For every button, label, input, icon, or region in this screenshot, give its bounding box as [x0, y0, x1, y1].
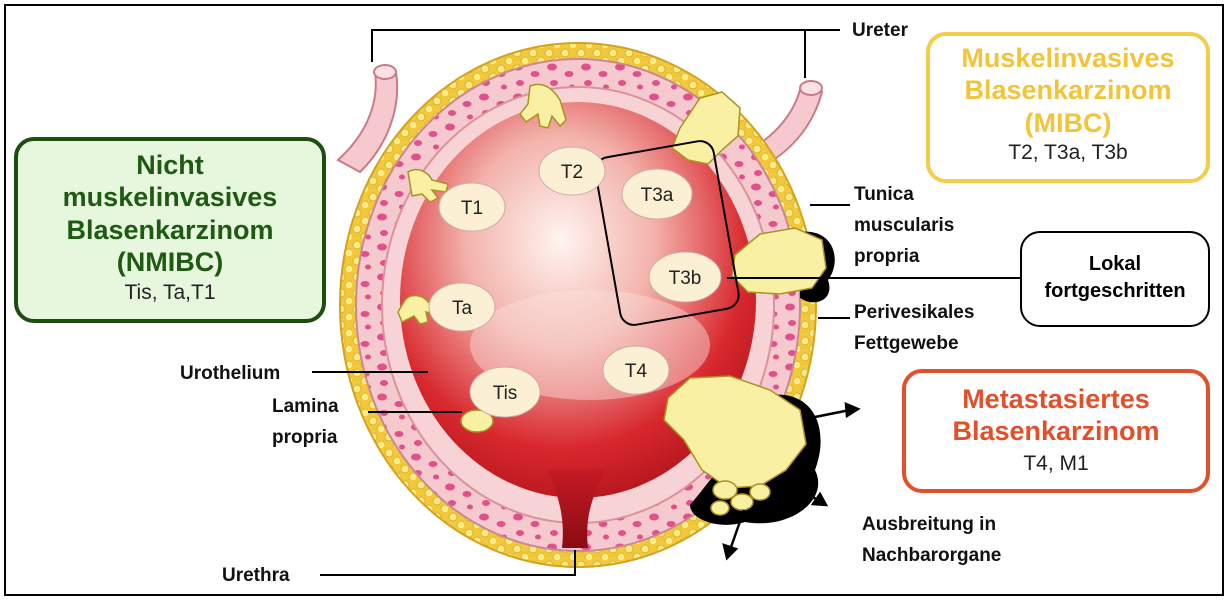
label-spread-1: Ausbreitung in	[862, 514, 996, 535]
label-tunica-3: propria	[854, 246, 920, 267]
nmibc-title-2: muskelinvasives	[18, 181, 322, 213]
local-advanced-box: Lokal fortgeschritten	[1020, 231, 1210, 327]
local-title-2: fortgeschritten	[1022, 278, 1208, 305]
stage-t3b: T3b	[669, 268, 702, 289]
label-spread-2: Nachbarorgane	[862, 545, 1001, 566]
nmibc-title-1: Nicht	[18, 149, 322, 181]
metastatic-box: Metastasiertes Blasenkarzinom T4, M1	[902, 369, 1210, 493]
meta-stages: T4, M1	[906, 452, 1206, 476]
stage-t3a: T3a	[641, 185, 674, 206]
meta-title-2: Blasenkarzinom	[906, 415, 1206, 447]
stage-t1: T1	[461, 198, 483, 219]
label-ureter: Ureter	[852, 20, 909, 41]
stage-tis: Tis	[493, 383, 518, 404]
stage-t2: T2	[561, 162, 583, 183]
label-urothelium: Urothelium	[180, 363, 280, 384]
label-tunica-2: muscularis	[854, 215, 954, 236]
mibc-stages: T2, T3a, T3b	[930, 141, 1206, 165]
label-fat-1: Perivesikales	[854, 302, 974, 323]
nmibc-title-3: Blasenkarzinom	[18, 214, 322, 246]
mibc-title-2: Blasenkarzinom	[930, 74, 1206, 106]
label-tunica-1: Tunica	[854, 184, 914, 205]
mibc-title-3: (MIBC)	[930, 107, 1206, 139]
label-lamina-1: Lamina	[272, 396, 339, 417]
stage-ta: Ta	[452, 298, 473, 319]
label-urethra: Urethra	[222, 565, 290, 586]
nmibc-title-4: (NMIBC)	[18, 246, 322, 278]
mibc-title-1: Muskelinvasives	[930, 42, 1206, 74]
mibc-box: Muskelinvasives Blasenkarzinom (MIBC) T2…	[926, 32, 1210, 183]
stage-t4: T4	[625, 361, 648, 382]
nmibc-box: Nicht muskelinvasives Blasenkarzinom (NM…	[14, 137, 326, 323]
label-fat-2: Fettgewebe	[854, 333, 959, 354]
label-lamina-2: propria	[272, 427, 338, 448]
meta-title-1: Metastasiertes	[906, 383, 1206, 415]
nmibc-stages: Tis, Ta,T1	[18, 281, 322, 305]
local-title-1: Lokal	[1022, 251, 1208, 278]
